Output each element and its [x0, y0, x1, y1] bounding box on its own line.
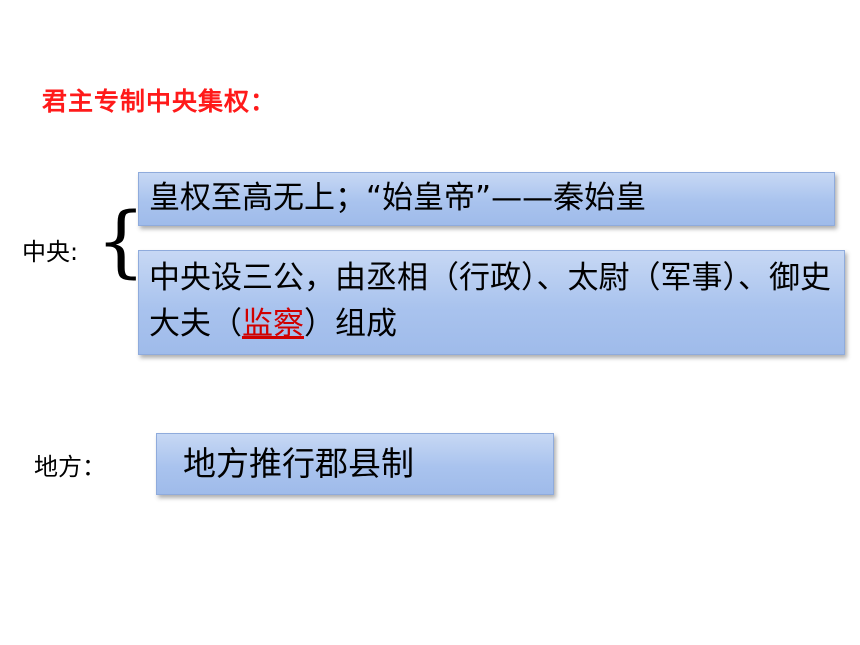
- three-lords-text-after: ）组成: [304, 306, 397, 342]
- imperial-power-text: 皇权至高无上；“始皇帝”——秦始皇: [149, 180, 647, 216]
- three-lords-text-before: 中央设三公，由丞相（行政）、太尉（军事）、御史大夫（: [149, 260, 831, 342]
- three-lords-box: 中央设三公，由丞相（行政）、太尉（军事）、御史大夫（监察）组成: [138, 250, 845, 355]
- prefecture-county-text: 地方推行郡县制: [183, 444, 414, 483]
- imperial-power-box: 皇权至高无上；“始皇帝”——秦始皇: [138, 172, 835, 226]
- slide-heading: 君主专制中央集权：: [42, 87, 277, 116]
- local-label: 地方：: [34, 453, 106, 481]
- prefecture-county-box: 地方推行郡县制: [156, 433, 554, 495]
- curly-brace: {: [96, 197, 146, 287]
- supervision-link[interactable]: 监察: [242, 306, 304, 342]
- central-label: 中央:: [22, 238, 79, 266]
